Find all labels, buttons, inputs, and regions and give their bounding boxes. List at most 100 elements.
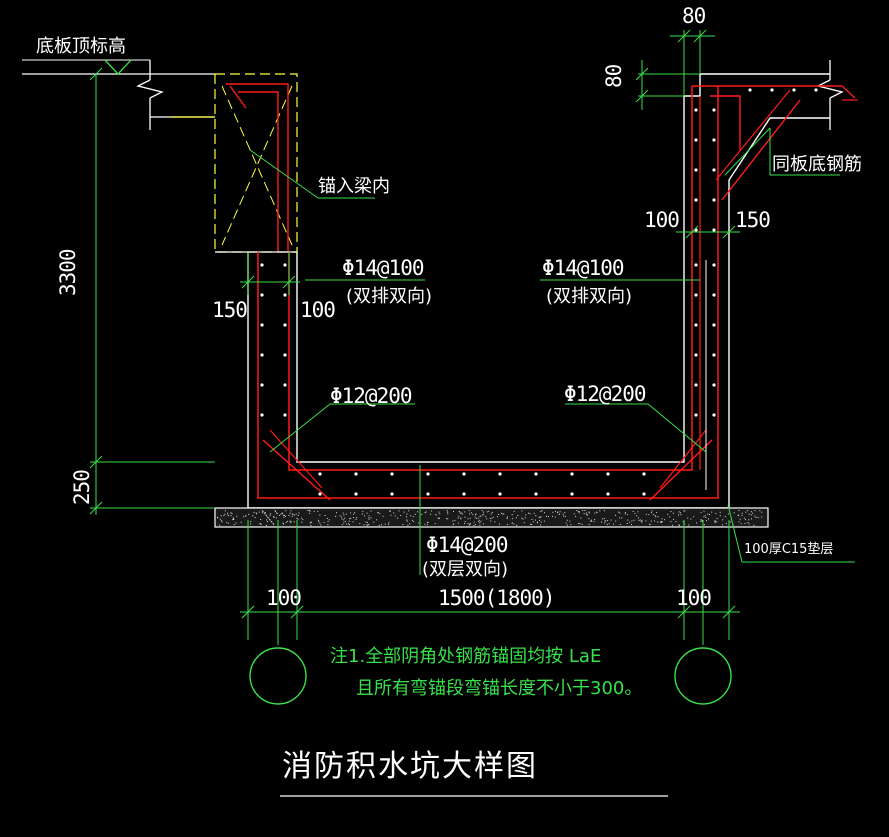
dim-250: 250	[70, 470, 94, 505]
bedding-stipple	[739, 518, 741, 520]
bedding-stipple	[738, 521, 740, 523]
rebar-dot	[498, 472, 502, 476]
bedding-stipple	[224, 513, 226, 515]
drawing-title: 消防积水坑大样图	[282, 749, 538, 784]
bedding-stipple	[575, 515, 577, 517]
bedding-stipple	[659, 521, 661, 523]
bedding-stipple	[656, 512, 658, 513]
bedding-stipple	[275, 517, 277, 519]
rebar-dot	[694, 413, 698, 417]
bedding-stipple	[559, 511, 561, 513]
bedding-stipple	[492, 516, 494, 518]
bedding-stipple	[446, 510, 448, 512]
bedding-stipple	[724, 516, 726, 518]
bedding-stipple	[264, 512, 266, 514]
slab-top-elevation-marker	[22, 59, 150, 470]
bedding-stipple	[700, 519, 702, 521]
bedding-stipple	[256, 513, 258, 515]
bedding-stipple	[703, 516, 705, 518]
bedding-stipple	[528, 512, 529, 514]
bedding-stipple	[511, 518, 513, 520]
bedding-stipple	[250, 521, 252, 523]
bedding-stipple	[262, 511, 264, 512]
bedding-stipple	[283, 516, 285, 518]
bedding-stipple	[324, 515, 326, 516]
bedding-stipple	[469, 513, 470, 515]
bedding-stipple	[534, 519, 536, 521]
bedding-stipple	[475, 518, 477, 519]
bedding-stipple	[754, 515, 756, 517]
bedding-stipple	[748, 523, 750, 525]
bedding-stipple	[452, 523, 454, 525]
rebar-dot	[694, 198, 698, 202]
bedding-stipple	[278, 514, 280, 516]
rebar-dot	[712, 413, 716, 417]
bedding-stipple	[439, 513, 441, 515]
bedding-stipple	[506, 516, 508, 518]
bedding-stipple	[672, 512, 674, 514]
bedding-stipple	[747, 510, 749, 512]
bedding-stipple	[741, 512, 743, 514]
bedding-stipple	[261, 510, 263, 512]
rebar-dot	[570, 472, 574, 476]
bedding-stipple	[516, 524, 518, 526]
bedding-stipple	[255, 512, 257, 514]
dim-80-top: 80	[682, 4, 706, 28]
bedding-stipple	[539, 517, 541, 518]
bedding-stipple	[289, 512, 291, 514]
bedding-stipple	[490, 513, 492, 515]
bedding-stipple	[755, 516, 757, 518]
bedding-stipple	[521, 510, 523, 512]
bedding-stipple	[501, 512, 502, 514]
bedding-stipple	[350, 517, 352, 519]
bedding-stipple	[523, 522, 525, 524]
bedding-stipple	[227, 522, 229, 524]
bedding-stipple	[610, 519, 612, 521]
bedding-stipple	[319, 514, 321, 516]
bedding-stipple	[605, 520, 607, 522]
bedding-stipple	[252, 515, 254, 517]
rebar-bottom-note: (双层双向)	[422, 559, 509, 580]
bedding-stipple	[367, 524, 369, 526]
bedding-stipple	[308, 510, 310, 511]
rebar-dot	[426, 472, 430, 476]
rebar-dot	[642, 492, 646, 496]
bedding-stipple	[473, 524, 475, 526]
bedding-stipple	[469, 523, 471, 524]
bedding-stipple	[700, 511, 702, 513]
bedding-stipple	[615, 520, 617, 522]
bedding-stipple	[684, 510, 686, 512]
bedding-stipple	[690, 518, 692, 520]
rebar-dot	[462, 492, 466, 496]
bedding-stipple	[680, 514, 682, 516]
bedding-stipple	[477, 517, 479, 519]
bedding-stipple	[240, 521, 242, 523]
bedding-stipple	[467, 523, 469, 525]
wall-left-100: 100	[300, 298, 336, 322]
bedding-stipple	[348, 523, 349, 525]
bedding-stipple	[286, 520, 288, 522]
bedding-stipple	[540, 521, 542, 523]
bedding-stipple	[752, 512, 754, 514]
bedding-stipple	[652, 514, 654, 516]
bedding-stipple	[318, 519, 319, 521]
bedding-stipple	[249, 523, 251, 525]
bedding-stipple	[673, 519, 675, 520]
bedding-stipple	[235, 522, 237, 524]
bedding-stipple	[464, 516, 466, 518]
bedding-stipple	[502, 513, 504, 515]
bedding-stipple	[624, 512, 626, 513]
bedding-stipple	[273, 516, 274, 518]
bedding-stipple	[245, 515, 246, 517]
bedding-stipple	[679, 512, 681, 514]
bedding-stipple	[426, 524, 428, 526]
bedding-stipple	[418, 522, 420, 524]
bedding-stipple	[754, 510, 756, 512]
bedding-stipple	[578, 512, 580, 514]
bedding-stipple	[461, 513, 463, 515]
rebar-dot	[390, 492, 394, 496]
bedding-stipple	[320, 524, 322, 526]
bedding-stipple	[481, 510, 483, 512]
bedding-stipple	[410, 515, 412, 517]
bedding-stipple	[366, 524, 368, 526]
